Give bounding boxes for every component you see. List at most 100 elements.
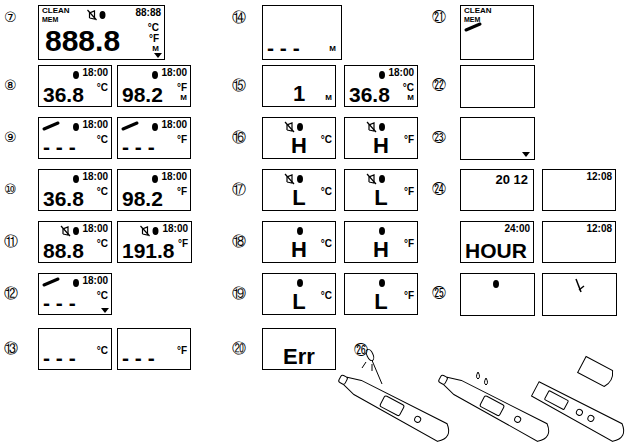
lcd-reading: L (374, 186, 387, 210)
lcd-indicator: °C (321, 186, 332, 197)
callout-number: ⑩ (4, 182, 17, 196)
lcd-indicator: °C (97, 82, 108, 93)
lcd-indicator: °C (321, 238, 332, 249)
ear-icon (379, 227, 385, 235)
lcd-reading: - - - (122, 135, 155, 158)
lcd-indicator: CLEAN (464, 7, 492, 16)
lcd-indicator: °F (404, 238, 414, 249)
lcd-indicator: M (407, 94, 414, 103)
triangle-icon (522, 152, 530, 157)
lcd-indicator: °C (321, 134, 332, 145)
lcd-reading: HOUR (465, 239, 527, 262)
lcd-indicator: °F (177, 82, 187, 93)
lcd-panel: H °C (262, 221, 336, 263)
lcd-indicator: 18:00 (82, 67, 108, 78)
probe-icon (44, 123, 58, 129)
lcd-panel: 18:00- - -°F (117, 117, 191, 159)
ear-icon (152, 71, 158, 79)
callout-number: ⑨ (4, 130, 17, 144)
lcd-indicator: M (329, 45, 336, 54)
lcd-panel: H °C (262, 117, 336, 159)
lcd-panel: L°F (344, 169, 418, 211)
lcd-indicator: 12:08 (586, 223, 612, 234)
triangle-icon (154, 53, 162, 58)
callout-number: ⑧ (4, 78, 17, 92)
lcd-panel: H°F (344, 221, 418, 263)
lcd-indicator: 18:00 (82, 119, 108, 130)
empty-panel (461, 118, 535, 160)
lcd-indicator: °C (97, 186, 108, 197)
ear-icon (297, 123, 303, 131)
empty-panel (461, 274, 535, 316)
lcd-indicator: 88:88 (135, 7, 161, 18)
lcd-indicator: MEM (42, 16, 58, 24)
probe-icon (576, 279, 584, 292)
thermometer-swab (335, 348, 452, 444)
lcd-panel: 18:0088.8°C (38, 221, 112, 263)
lcd-indicator: 18:00 (162, 223, 188, 234)
probe-icon (466, 24, 480, 30)
lcd-indicator: °C (148, 22, 159, 33)
lcd-indicator: M (325, 94, 332, 103)
mute-icon (367, 122, 376, 132)
lcd-panel: 18:00- - -°C (38, 273, 112, 315)
lcd-panel: - - -°C (38, 328, 112, 370)
ear-icon (73, 279, 79, 287)
lcd-panel: - - - °F (117, 328, 191, 370)
lcd-indicator: 18:00 (82, 275, 108, 286)
lcd-reading: L (374, 290, 387, 314)
lcd-reading: 98.2 (122, 83, 163, 106)
lcd-indicator: °F (149, 33, 159, 44)
lcd-reading: H (291, 238, 307, 262)
lcd-panel: - - -M (262, 5, 342, 60)
lcd-indicator: °C (403, 82, 414, 93)
ear-icon (379, 175, 385, 183)
callout-number: ⑯ (232, 130, 246, 144)
lcd-panel: 18:00- - -°C (38, 117, 112, 159)
lcd-indicator: 18:00 (161, 171, 187, 182)
lcd-reading: 191.8 (122, 239, 175, 262)
callout-number: ㉑ (432, 10, 446, 24)
lcd-panel: 20 12 (460, 169, 534, 211)
lcd-panel: H°F (344, 117, 418, 159)
probe-icon (44, 279, 58, 285)
lcd-reading: 888.8 (45, 24, 120, 57)
ear-icon (379, 71, 385, 79)
lcd-indicator: °F (177, 345, 187, 356)
lcd-indicator: °F (404, 290, 414, 301)
lcd-panel: Err (262, 328, 336, 370)
lcd-indicator: °F (178, 238, 188, 249)
mute-icon (285, 174, 294, 184)
callout-number: ㉒ (432, 78, 446, 92)
callout-number: ㉔ (432, 182, 446, 196)
lcd-indicator: M (180, 94, 187, 103)
ear-icon (100, 11, 106, 19)
lcd-reading: - - - (122, 346, 155, 369)
lcd-indicator: °C (97, 290, 108, 301)
callout-number: ⑱ (232, 234, 246, 248)
lcd-panel: L°C (262, 273, 336, 315)
callout-number: ⑮ (232, 78, 246, 92)
lcd-indicator: °C (97, 134, 108, 145)
callout-number: ⑦ (4, 10, 17, 24)
ear-icon (73, 227, 79, 235)
lcd-panel: 18:0036.8°C (38, 65, 112, 107)
lcd-indicator: M (152, 45, 159, 54)
ear-icon (73, 71, 79, 79)
empty-panel (461, 66, 535, 108)
callout-number: ㉖ (354, 343, 368, 357)
lcd-reading: H (291, 134, 307, 158)
mute-icon (141, 226, 150, 236)
lcd-reading: 88.8 (43, 239, 84, 262)
callout-number: ⑰ (232, 182, 246, 196)
lcd-reading: L (292, 290, 305, 314)
lcd-indicator: 12:08 (586, 171, 612, 182)
lcd-panel: CLEANMEM88:88888.8°C°FM (38, 5, 165, 60)
lcd-indicator: 24:00 (504, 223, 530, 234)
lcd-indicator: °C (97, 238, 108, 249)
ear-icon (297, 175, 303, 183)
lcd-reading: 98.2 (122, 187, 163, 210)
mute-icon (367, 174, 376, 184)
callout-number: ⑳ (232, 341, 246, 355)
lcd-reading: 1 (293, 82, 305, 106)
